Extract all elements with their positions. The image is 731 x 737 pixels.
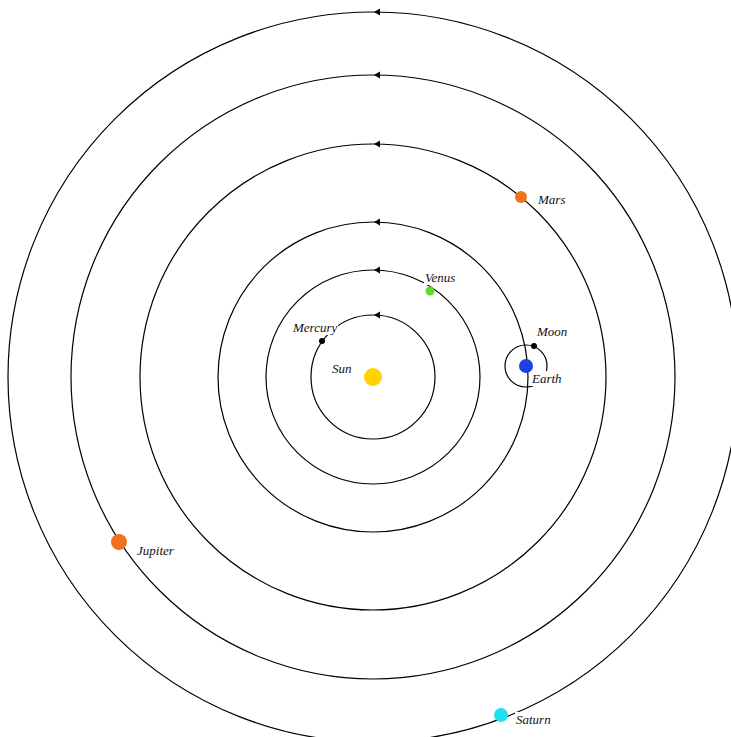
- orbit-ring: [218, 222, 528, 532]
- orbit-arrow: [374, 141, 380, 148]
- planet-label: Jupiter: [136, 543, 175, 558]
- mars-body: [515, 191, 527, 203]
- planet-label: Moon: [536, 324, 568, 339]
- planet-label: Sun: [331, 361, 353, 376]
- orbit-arrows: [374, 9, 380, 319]
- orbit-arrow: [374, 267, 380, 274]
- planet-label: Mercury: [292, 320, 338, 335]
- sun-body: [364, 368, 382, 386]
- venus-body: [426, 287, 435, 296]
- orbit-arrow: [374, 9, 380, 16]
- planet-label: Saturn: [515, 712, 552, 727]
- orbit-arrow: [374, 72, 380, 79]
- mercury-body: [319, 338, 325, 344]
- moon-body: [531, 343, 537, 349]
- planet-label: Venus: [424, 270, 456, 285]
- orbit-ring: [71, 75, 675, 679]
- orbit-ring: [266, 270, 480, 484]
- planet-label: Earth: [531, 371, 563, 386]
- saturn-body: [494, 708, 508, 722]
- orbit-arrow: [374, 219, 380, 226]
- jupiter-body: [111, 534, 127, 550]
- planet-label: Mars: [537, 192, 566, 207]
- orbit-arrow: [374, 312, 380, 319]
- orbit-ring: [8, 12, 731, 737]
- orbit-ring: [140, 144, 606, 610]
